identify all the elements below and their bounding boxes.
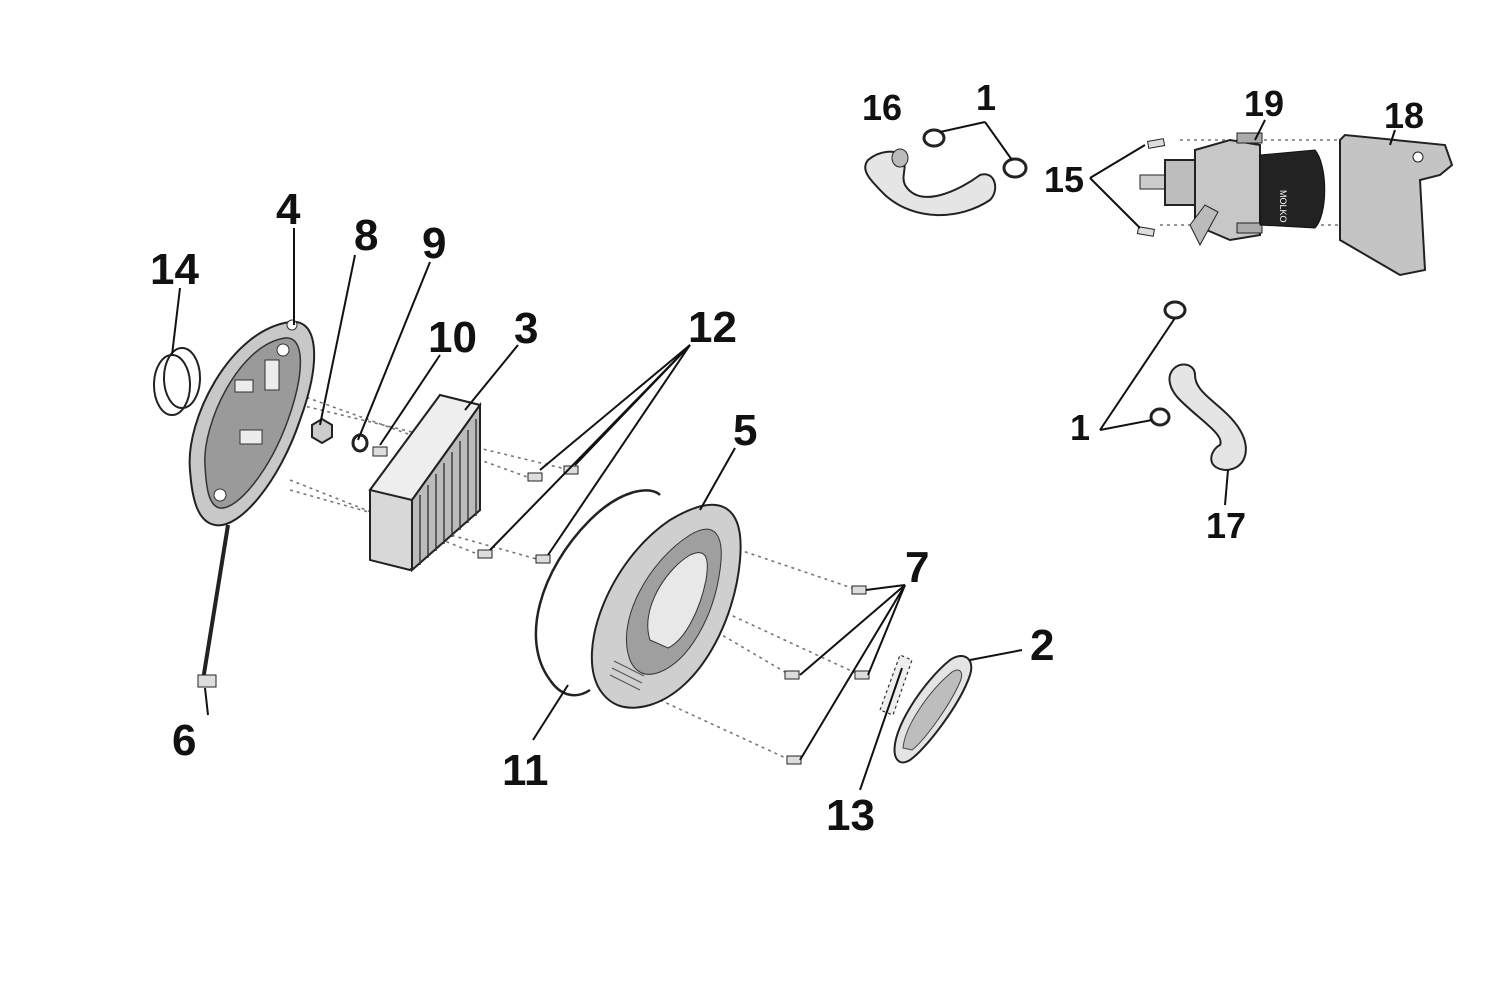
mounting-bracket — [1339, 133, 1454, 277]
label-part-18: 18 — [1384, 95, 1424, 136]
hose-clamp — [1163, 300, 1187, 320]
label-part-5: 5 — [733, 406, 757, 455]
fitting-nut — [311, 417, 333, 445]
filter-element — [368, 393, 482, 573]
label-part-2: 2 — [1030, 621, 1054, 670]
o-ring-pair — [153, 347, 201, 416]
label-part-1-lower: 1 — [1070, 407, 1090, 448]
label-part-1-top: 1 — [976, 77, 996, 118]
label-part-7: 7 — [905, 543, 929, 592]
small-bolt — [372, 446, 388, 457]
label-part-4: 4 — [276, 185, 301, 234]
screw-set-15 — [1136, 138, 1166, 237]
hose-17 — [1168, 363, 1247, 472]
idle-air-control-valve: MOLKO — [1139, 132, 1326, 247]
label-part-11: 11 — [502, 746, 549, 795]
leader-lines — [171, 119, 1396, 791]
gasket — [534, 489, 661, 697]
label-part-13: 13 — [826, 791, 875, 840]
back-plate — [188, 319, 316, 527]
cover-emblem — [893, 655, 973, 764]
label-part-6: 6 — [172, 716, 196, 765]
filter-cover — [590, 503, 742, 709]
label-part-3: 3 — [514, 304, 538, 353]
part-number-labels: 14 4 8 9 10 3 12 5 7 2 6 11 13 16 1 15 1… — [150, 77, 1424, 840]
screw-set-12 — [477, 465, 579, 564]
label-part-14: 14 — [150, 245, 199, 294]
hose-clamp — [1002, 157, 1028, 179]
label-part-12: 12 — [688, 303, 737, 352]
hose-clamp — [1149, 407, 1171, 427]
hose-16 — [864, 148, 997, 217]
valve-marking: MOLKO — [1278, 190, 1288, 223]
label-part-10: 10 — [428, 313, 477, 362]
label-part-8: 8 — [354, 211, 378, 260]
hose-clamp — [922, 128, 946, 148]
label-part-17: 17 — [1206, 505, 1246, 546]
screw-set-7 — [784, 585, 870, 765]
drain-rod — [197, 524, 230, 688]
label-part-16: 16 — [862, 87, 902, 128]
label-part-9: 9 — [422, 219, 446, 268]
label-part-15: 15 — [1044, 159, 1084, 200]
label-part-19: 19 — [1244, 83, 1284, 124]
